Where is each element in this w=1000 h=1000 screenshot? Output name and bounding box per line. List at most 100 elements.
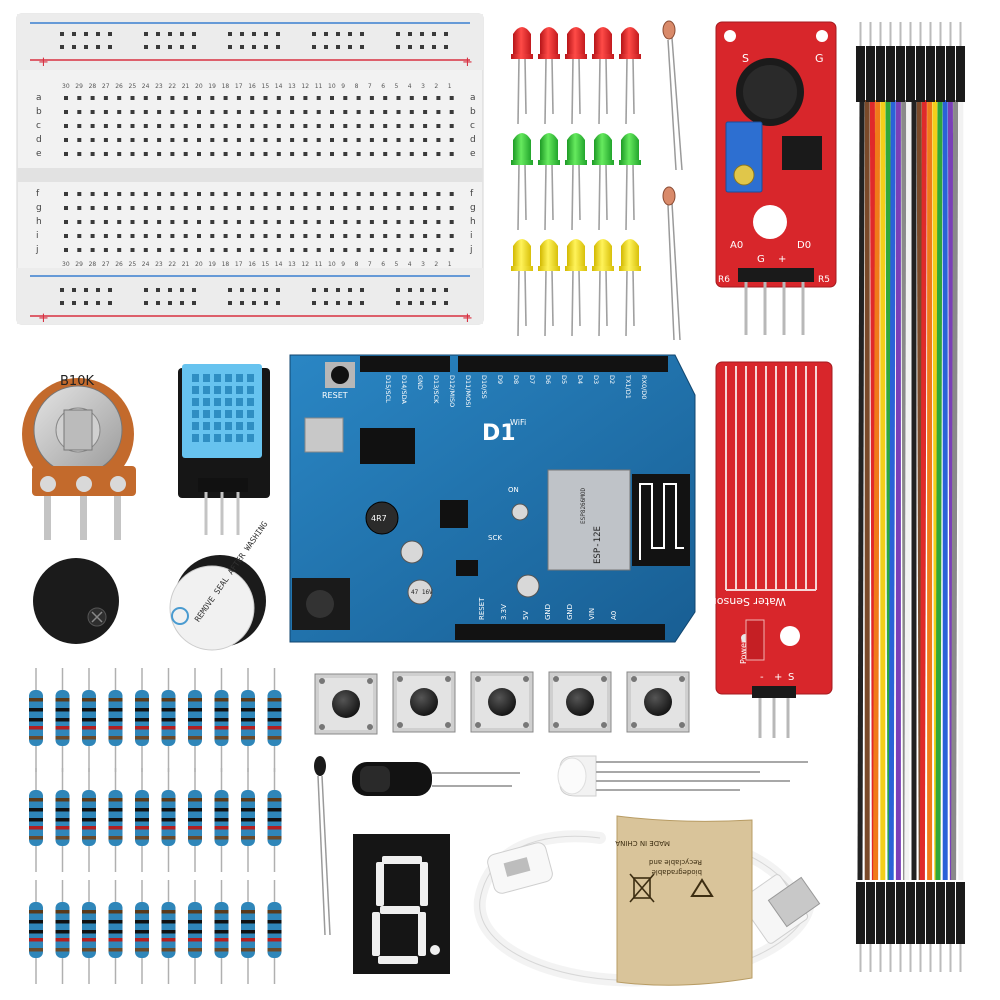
rail-hole [276,32,280,36]
rail-hole [252,32,256,36]
resistor-band [161,808,176,812]
button-cap [488,688,516,716]
rail-hole [348,301,352,305]
resistor-band [241,698,255,702]
d1-top-pin-label: D14/SDA [400,375,408,404]
column-number: 14 [275,261,283,268]
breadboard-hole [303,110,308,114]
rail-hole [252,288,256,292]
dht11-grille-slot [225,410,232,418]
button-rivet [367,724,373,730]
rail-hole [408,288,412,292]
dht11-grille-slot [214,386,221,394]
rail-hole [444,45,448,49]
jumper-wire [873,99,881,881]
breadboard-hole [436,138,441,142]
resistor-band [214,938,229,942]
led-rim [619,266,641,271]
breadboard-hole [157,110,162,114]
resistor-band [135,736,149,740]
resistor-band [214,948,229,952]
breadboard-hole [236,192,241,196]
dht11-grille-slot [203,386,210,394]
button-cap [644,688,672,716]
dht11-grille-slot [203,374,210,382]
column-number: 22 [168,83,176,90]
breadboard-hole [383,110,388,114]
breadboard-hole [276,206,281,210]
row-letter: c [36,121,41,131]
column-number: 8 [355,261,359,268]
rail-hole [396,32,400,36]
resistor-band [55,948,70,952]
column-number: 21 [182,83,190,90]
rail-hole [312,32,316,36]
resistor-band [29,808,43,812]
rail-hole [264,45,268,49]
rail-hole [420,32,424,36]
dht11-grille-slot [236,398,243,406]
d1-top-pin-label: D9 [496,375,504,384]
button-rivet [445,676,451,682]
rail-hole [312,301,316,305]
led [540,239,558,270]
breadboard-hole [223,110,228,114]
breadboard-hole [343,110,348,114]
breadboard-hole [263,152,268,156]
led-rim [565,160,587,165]
d1-bottom-pin-label: 5V [522,611,530,620]
rail-hole [72,45,76,49]
breadboard-hole [383,234,388,238]
dht11-grille-slot [247,434,254,442]
breadboard-hole [356,248,361,252]
resistor-band [29,708,43,712]
led-rim [592,266,614,271]
jumper-housing [876,882,885,944]
jumper-housing [916,882,925,944]
rail-hole [228,301,232,305]
breadboard-hole [103,248,108,252]
jumper-wire [888,99,896,881]
breadboard-hole [383,152,388,156]
button-rivet [679,722,685,728]
resistor-band [82,736,96,740]
breadboard-hole [343,234,348,238]
rail-hole [60,301,64,305]
column-number: 2 [434,83,438,90]
resistor-band [29,920,43,924]
rail-hole [360,301,364,305]
breadboard-hole [64,110,68,114]
breadboard-hole [236,96,241,100]
dht11-grille-slot [192,410,199,418]
led-lead [625,269,628,337]
row-letter: f [36,189,40,199]
button-cap [410,688,438,716]
plus-sign: + [462,55,473,70]
row-letter: h [470,217,476,227]
breadboard-hole [290,206,295,210]
row-letter: f [470,189,474,199]
jumper-wire [904,99,912,881]
resistor-band [161,708,176,712]
breadboard-hole [276,110,281,114]
led-lead [605,163,608,221]
led-lead [551,163,554,221]
board-title: D1 [482,421,516,446]
jumper-housing [896,46,905,102]
column-number: 1 [448,261,452,268]
breadboard-hole [90,124,95,128]
breadboard-hole [276,234,281,238]
band-line: MADE IN CHINA [615,839,670,847]
resistor-band [214,818,229,822]
column-number: 25 [129,83,137,90]
breadboard-hole [197,220,201,224]
led-rim [619,54,641,59]
led [567,239,585,270]
display-segment [372,912,380,956]
water-sensor-label: Water Sensor [712,595,786,608]
breadboard-hole [223,138,228,142]
column-number: 17 [235,83,243,90]
dht11-grille-slot [225,374,232,382]
led-rim [511,160,533,165]
led-lead [625,163,628,231]
